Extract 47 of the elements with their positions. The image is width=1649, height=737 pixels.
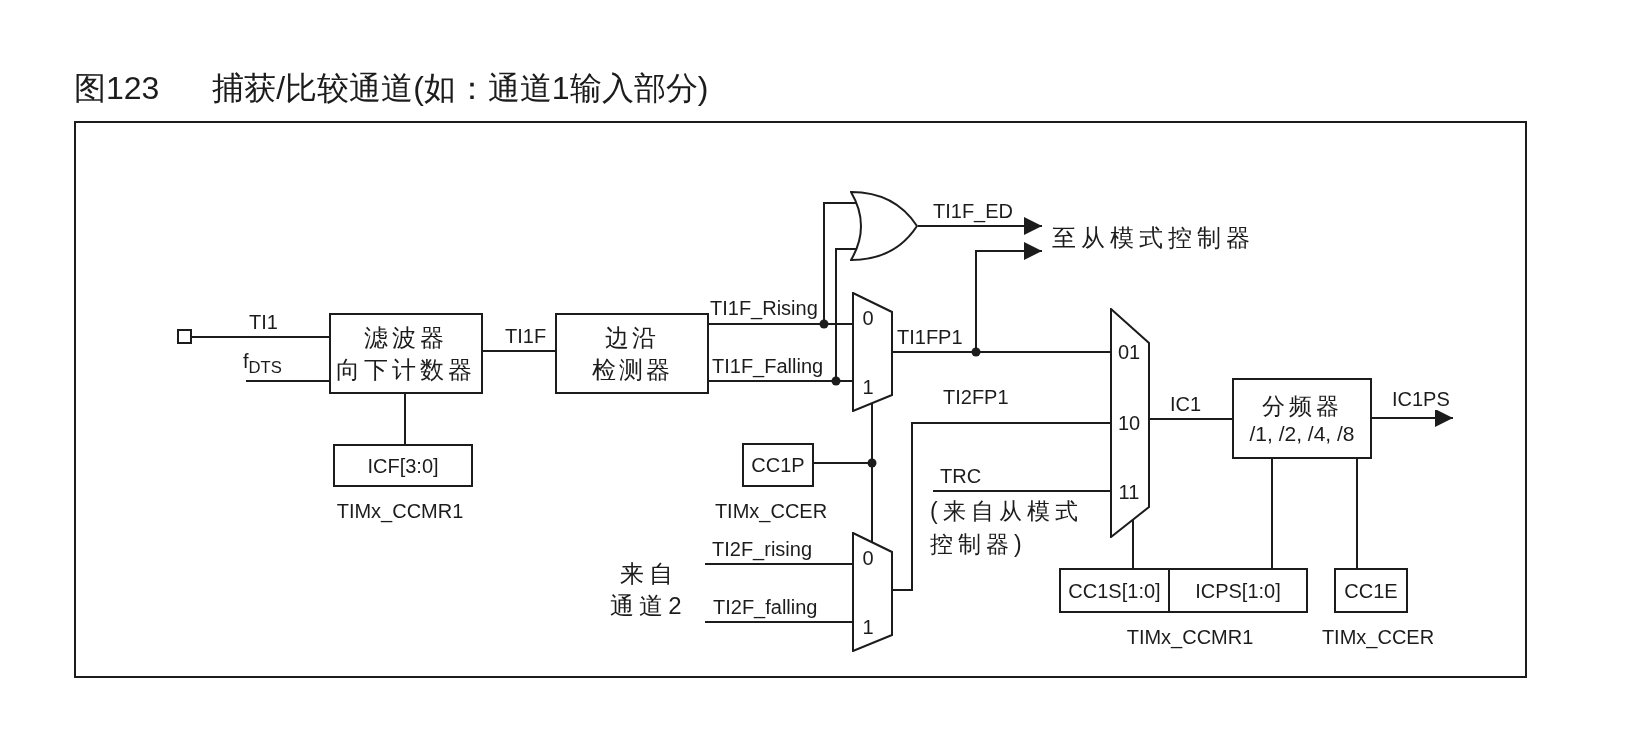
signal-label: TI1F_Rising [710, 297, 818, 319]
input-number: 0 [862, 547, 874, 569]
input-number: 11 [1118, 481, 1140, 503]
ratio-label: /1, /2, /4, /8 [1249, 420, 1355, 447]
input-number: 10 [1117, 412, 1141, 434]
signal-label: TI2F_falling [713, 596, 818, 618]
register-box: ICF[3:0] [333, 444, 473, 487]
input-number: 1 [862, 616, 874, 638]
register-label: TIMx_CCER [1321, 626, 1435, 648]
signal-line [704, 563, 853, 565]
register-label: TIMx_CCER [714, 500, 828, 522]
register-box: ICPS[1:0] [1168, 568, 1308, 613]
signal-line [1356, 458, 1358, 569]
signal-line [404, 393, 406, 445]
multiplexer-symbol [1110, 308, 1150, 538]
input-pin [177, 329, 192, 344]
function-block: 边沿检测器 [555, 313, 709, 394]
signal-line [191, 336, 330, 338]
multiplexer-symbol [852, 532, 893, 652]
arrow [917, 217, 1043, 235]
function-block: 滤波器向下计数器 [329, 313, 483, 394]
signal-line [1149, 418, 1233, 420]
register-box: CC1S[1:0] [1059, 568, 1170, 613]
signal-line [1271, 458, 1273, 569]
signal-label: TI2F_rising [712, 538, 813, 560]
destination-label: 至从模式控制器 [1042, 214, 1267, 262]
input-number: 0 [862, 307, 874, 329]
signal-line [482, 350, 556, 352]
signal-line [245, 380, 330, 382]
source-label: (来自从模式控制器) [928, 491, 1093, 561]
source-label: 来自通道2 [612, 556, 705, 626]
arrow [1371, 409, 1454, 427]
register-label: TIMx_CCMR1 [336, 500, 464, 522]
register-box: CC1E [1334, 568, 1408, 613]
block-title: 分频器 [1261, 391, 1343, 421]
or-gate-symbol [850, 191, 918, 261]
input-number: 1 [862, 376, 874, 398]
multiplexer-symbol [852, 292, 893, 412]
input-number: 01 [1117, 341, 1141, 363]
figure-title: 图123 捕获/比较通道(如：通道1输入部分) [74, 69, 709, 108]
register-box: CC1P [742, 443, 814, 487]
function-block [1232, 378, 1372, 459]
signal-line [892, 422, 1111, 591]
register-label: TIMx_CCMR1 [1126, 626, 1254, 648]
signal-line [704, 621, 853, 623]
signal-line [1132, 519, 1134, 569]
signal-line [932, 490, 1111, 492]
